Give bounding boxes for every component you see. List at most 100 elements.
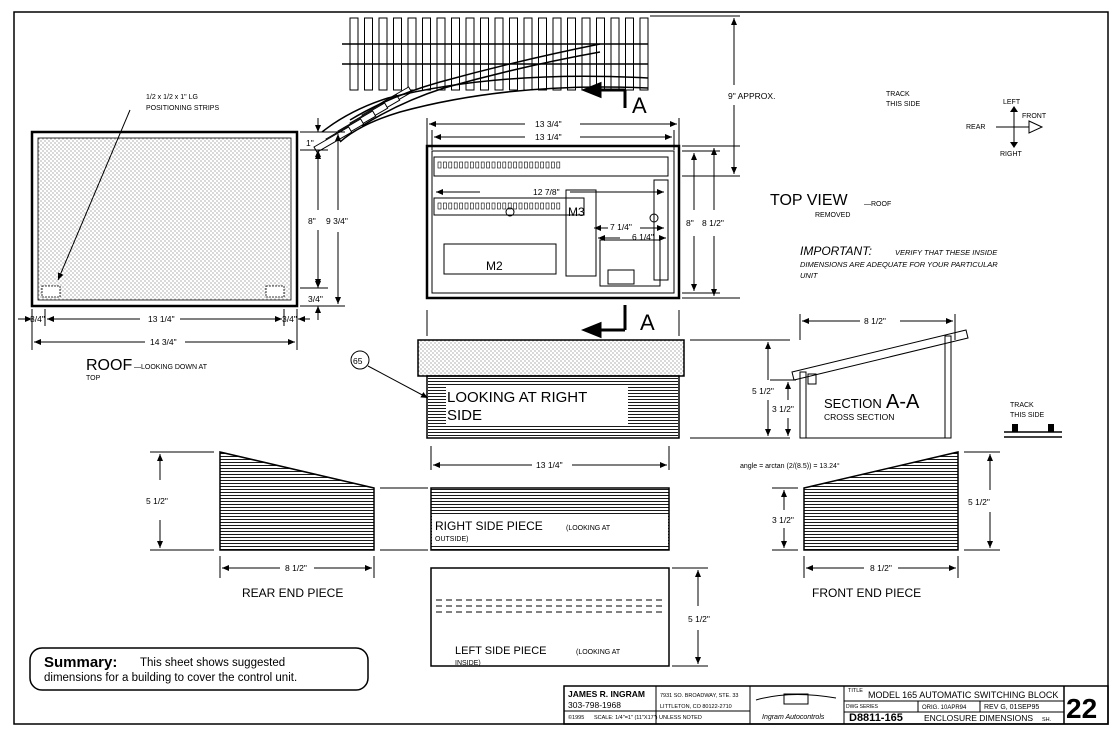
- front-dim-width: 8 1/2": [870, 563, 892, 573]
- tb-sh: SH.: [1042, 717, 1052, 723]
- section-track-1: TRACK: [1010, 402, 1034, 409]
- compass-left: LEFT: [1003, 99, 1021, 106]
- rear-dim-height: 5 1/2": [146, 496, 168, 506]
- track-tie: [349, 17, 359, 91]
- roof-dim-left-edge: 3/4": [30, 314, 45, 324]
- track-tie: [378, 17, 388, 91]
- terminal: [459, 161, 463, 169]
- important-text-2: DIMENSIONS ARE ADEQUATE FOR YOUR PARTICU…: [800, 260, 998, 269]
- track-tie: [451, 17, 460, 91]
- track-tie: [393, 17, 402, 91]
- terminal: [453, 202, 458, 210]
- roof-subtitle2: TOP: [86, 375, 101, 382]
- terminal: [507, 202, 512, 210]
- track-tie: [407, 17, 417, 91]
- right-side-piece: 13 1/4" RIGHT SIDE PIECE (LOOKING AT OUT…: [380, 446, 670, 551]
- section-dim-width: 8 1/2": [864, 316, 886, 326]
- track-tie: [509, 17, 518, 91]
- tb-sheet-number: 22: [1066, 693, 1097, 724]
- module-m2: M2: [486, 259, 503, 273]
- right-side-label-1: LOOKING AT RIGHT: [447, 389, 587, 406]
- sheet-border: [13, 11, 1109, 725]
- track-tie: [436, 17, 446, 91]
- tb-address-1: 7931 SO. BROADWAY, STE. 33: [660, 693, 738, 699]
- terminal: [497, 161, 501, 169]
- terminal: [437, 202, 442, 210]
- tb-title: MODEL 165 AUTOMATIC SWITCHING BLOCK: [868, 690, 1058, 700]
- compass-rear: REAR: [966, 124, 985, 131]
- top-dim-7-1-4: 7 1/4": [610, 222, 632, 232]
- track-tie: [567, 17, 576, 91]
- top-view: M2 M3 12 7/8" 7 1/4" 6 1/4" 13 3/4" 13 1…: [425, 15, 998, 339]
- right-piece-dim-width: 13 1/4": [536, 460, 563, 470]
- tb-scale: SCALE: 1/4"=1" (11"X17") UNLESS NOTED: [594, 715, 702, 721]
- terminal: [507, 161, 512, 169]
- terminal: [502, 161, 507, 169]
- tb-dwg-series: DWG SERIES: [846, 704, 879, 710]
- left-piece-label-small: (LOOKING AT: [576, 649, 621, 656]
- terminal: [534, 161, 539, 169]
- important-title: IMPORTANT:: [800, 244, 872, 258]
- terminal: [545, 161, 550, 169]
- track-tie: [465, 17, 475, 91]
- section-dim-height: 5 1/2": [752, 386, 774, 396]
- roof-subtitle: —LOOKING DOWN AT: [134, 364, 208, 371]
- roof-dim-height-inner: 8": [308, 216, 316, 226]
- terminal: [518, 202, 523, 210]
- track-tie: [364, 17, 373, 91]
- tb-logo-text: Ingram Autocontrols: [762, 714, 825, 721]
- top-dim-inner-width: 13 1/4": [535, 132, 562, 142]
- top-dim-outer-height: 8 1/2": [702, 218, 724, 228]
- track-note-2: THIS SIDE: [886, 101, 921, 108]
- roof-dim-height-outer: 9 3/4": [326, 216, 348, 226]
- top-dim-6-1-4: 6 1/4": [632, 232, 654, 242]
- tb-dwg-number: D8811-165: [849, 712, 903, 724]
- title-block: JAMES R. INGRAM 303-798-1968 7931 SO. BR…: [563, 685, 1109, 725]
- right-piece-label-small2: OUTSIDE): [435, 536, 468, 543]
- terminal: [551, 202, 555, 210]
- angle-formula: angle = arctan (2/(8.5)) = 13.24°: [740, 462, 840, 470]
- tb-subtitle: ENCLOSURE DIMENSIONS: [924, 713, 1033, 723]
- section-title-big: A-A: [886, 391, 920, 413]
- terminal: [524, 161, 528, 169]
- tb-phone: 303-798-1968: [568, 700, 621, 710]
- summary-text-1: This sheet shows suggested: [140, 657, 285, 669]
- rear-end-title: REAR END PIECE: [242, 586, 343, 600]
- terminal: [480, 161, 485, 169]
- track-note-1: TRACK: [886, 91, 910, 98]
- track-tie: [625, 17, 634, 91]
- track-tie: [596, 17, 605, 91]
- roof-strips-label-2: POSITIONING STRIPS: [146, 105, 219, 112]
- roof-dim-width-outer: 14 3/4": [150, 337, 177, 347]
- front-end-piece: 5 1/2" 3 1/2" 8 1/2" FRONT END PIECE: [772, 451, 1000, 600]
- terminal: [480, 202, 485, 210]
- section-track-2: THIS SIDE: [1010, 412, 1045, 419]
- terminal: [513, 202, 517, 210]
- roof-dim-bottom-margin: 3/4": [308, 294, 323, 304]
- tb-copyright: ©1995: [568, 714, 584, 721]
- roof-dim-top-margin: 1": [306, 138, 314, 148]
- section-subtitle: CROSS SECTION: [824, 412, 894, 422]
- terminal: [545, 202, 550, 210]
- terminal: [448, 202, 453, 210]
- section-marker-bottom: A: [640, 310, 655, 335]
- terminal: [475, 161, 480, 169]
- right-side-label-2: SIDE: [447, 407, 482, 424]
- terminal: [475, 202, 480, 210]
- track-tie: [523, 17, 533, 91]
- terminal: [459, 202, 463, 210]
- terminal: [470, 202, 474, 210]
- terminal: [540, 161, 544, 169]
- right-piece-label: RIGHT SIDE PIECE: [435, 519, 543, 533]
- top-dim-outer-width: 13 3/4": [535, 119, 562, 129]
- terminal: [491, 161, 496, 169]
- top-view-title-suffix: —ROOF: [864, 201, 891, 208]
- left-piece-label-small2: INSIDE): [455, 660, 481, 667]
- terminal: [486, 202, 490, 210]
- terminal: [443, 161, 447, 169]
- front-end-title: FRONT END PIECE: [812, 586, 921, 600]
- track-tie: [610, 17, 620, 91]
- roof-strips-label-1: 1/2 x 1/2 x 1" LG: [146, 94, 198, 101]
- tb-orig: ORIG. 10APR94: [922, 705, 967, 711]
